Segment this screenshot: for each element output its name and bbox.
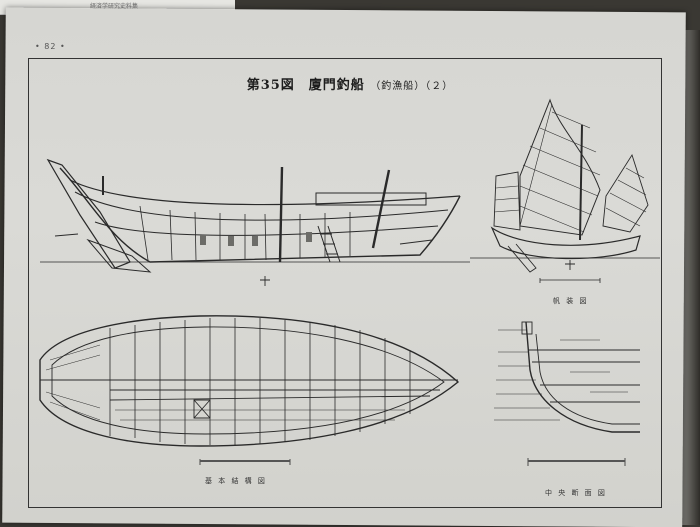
plan-view-caption: 基 本 結 構 図 <box>205 477 267 485</box>
sail-plan-drawing <box>470 98 660 283</box>
figure-title-sub: （釣漁船）（２） <box>370 81 454 92</box>
figure-title: 第35図 廈門釣船 （釣漁船）（２） <box>160 74 540 93</box>
figure-frame <box>28 58 662 508</box>
figure-title-main: 第35図 廈門釣船 <box>246 78 365 93</box>
sail-plan-caption: 帆 装 図 <box>553 297 589 305</box>
section-view-caption: 中 央 断 面 図 <box>545 489 607 497</box>
side-elevation-drawing <box>40 158 470 286</box>
plan-view-drawing <box>39 315 460 465</box>
section-view-drawing <box>494 321 640 466</box>
page-number: • 82 • <box>35 42 66 51</box>
top-slip-text: 経済学研究史料集 <box>90 3 139 10</box>
